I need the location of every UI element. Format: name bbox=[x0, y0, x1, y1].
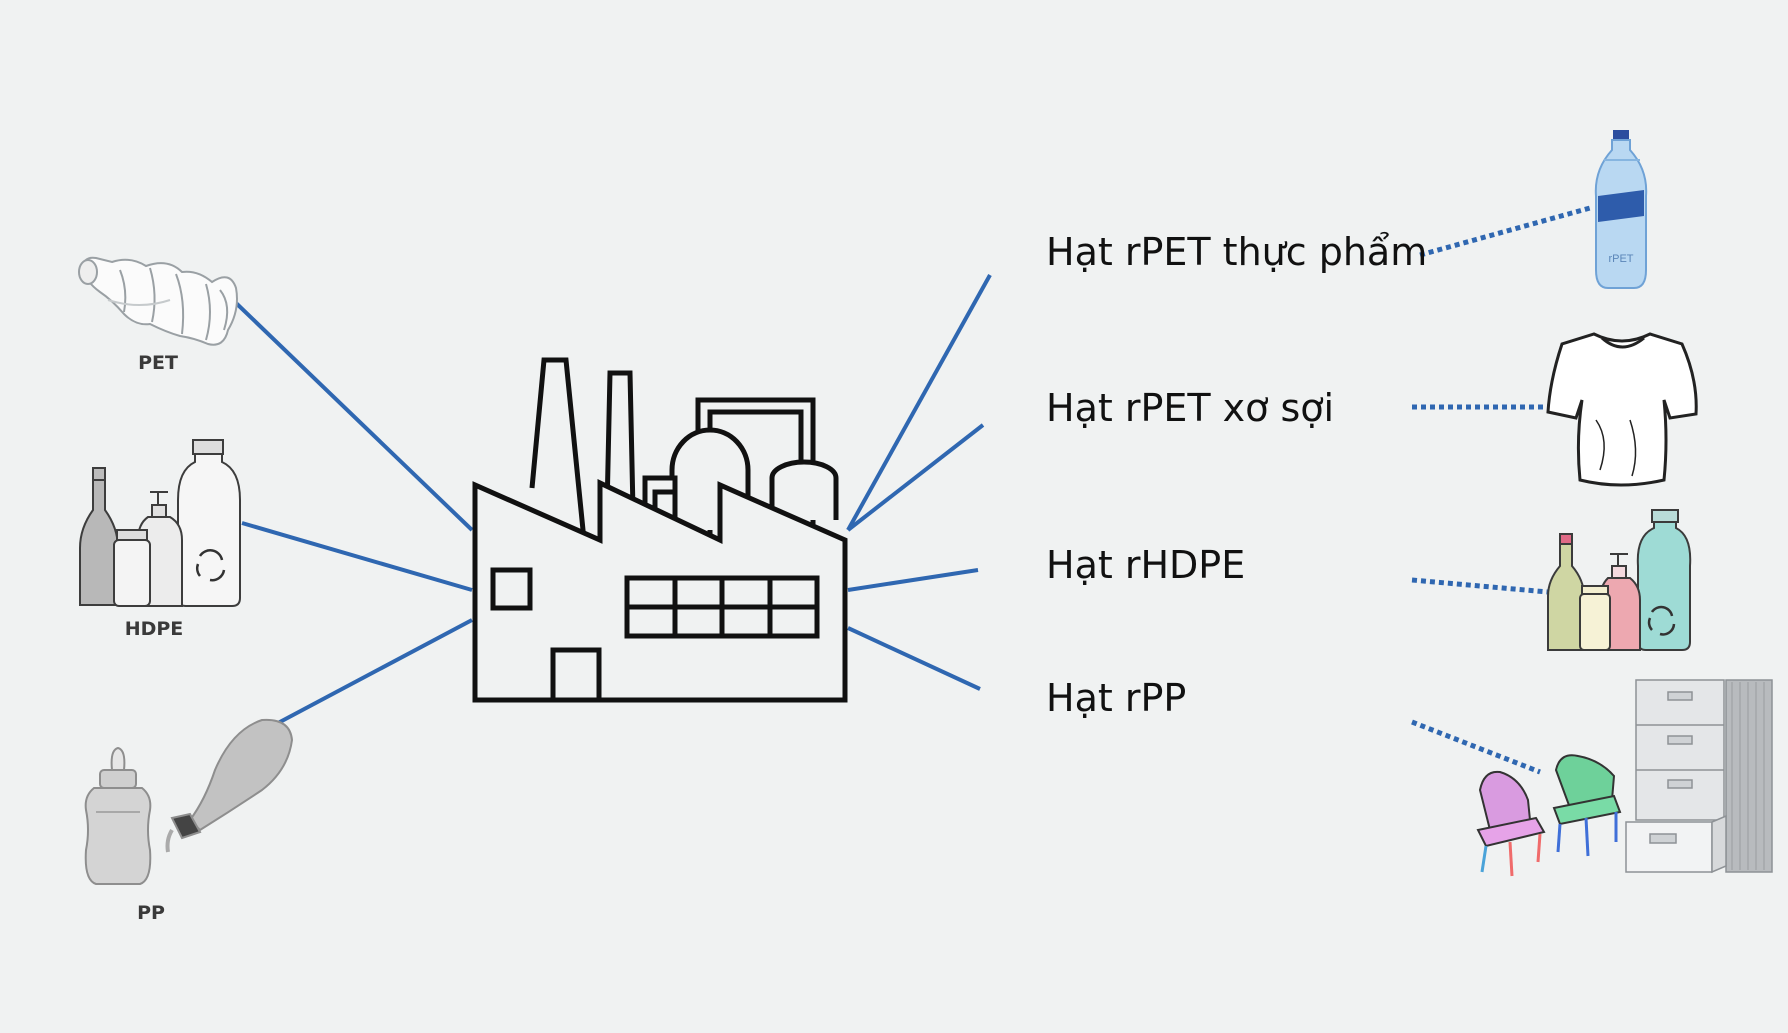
containers-icon bbox=[79, 439, 241, 607]
colored-containers-icon bbox=[1547, 509, 1692, 651]
product-connectors bbox=[1411, 205, 1591, 775]
connector-pet bbox=[234, 301, 474, 532]
green-chair bbox=[1552, 754, 1622, 857]
connector-rpp bbox=[847, 626, 981, 691]
dotted-rhdpe bbox=[1411, 577, 1549, 595]
dotted-rpet-food bbox=[1419, 205, 1591, 258]
input-label-hdpe: HDPE bbox=[124, 618, 184, 640]
chairs-and-cabinet-icon bbox=[1476, 679, 1773, 877]
output-label-rpp: Hạt rPP bbox=[1046, 676, 1187, 720]
t-shirt-icon bbox=[1546, 332, 1698, 487]
connector-rpet-food bbox=[846, 274, 992, 531]
baby-bottle-and-squeeze-bottle-icon bbox=[84, 718, 294, 885]
pink-chair bbox=[1476, 770, 1546, 877]
connector-hdpe bbox=[241, 521, 473, 592]
water-bottle-label: rPET bbox=[1608, 253, 1633, 265]
connector-rhdpe bbox=[847, 568, 979, 592]
dotted-rpp bbox=[1411, 719, 1541, 775]
cabinet bbox=[1625, 679, 1773, 874]
input-label-pp: PP bbox=[137, 902, 165, 924]
factory-icon bbox=[472, 357, 848, 703]
crushed-bottle-icon bbox=[78, 256, 238, 346]
output-label-rpet-fiber: Hạt rPET xơ sợi bbox=[1046, 386, 1335, 430]
output-label-rhdpe: Hạt rHDPE bbox=[1046, 543, 1246, 587]
water-bottle-icon: rPET bbox=[1594, 130, 1648, 289]
input-connectors bbox=[234, 301, 474, 725]
connector-pp bbox=[277, 618, 473, 725]
connector-rpet-fiber bbox=[846, 423, 985, 532]
output-label-rpet-food: Hạt rPET thực phẩm bbox=[1046, 230, 1428, 274]
input-label-pet: PET bbox=[138, 352, 178, 374]
output-connectors bbox=[846, 274, 992, 691]
